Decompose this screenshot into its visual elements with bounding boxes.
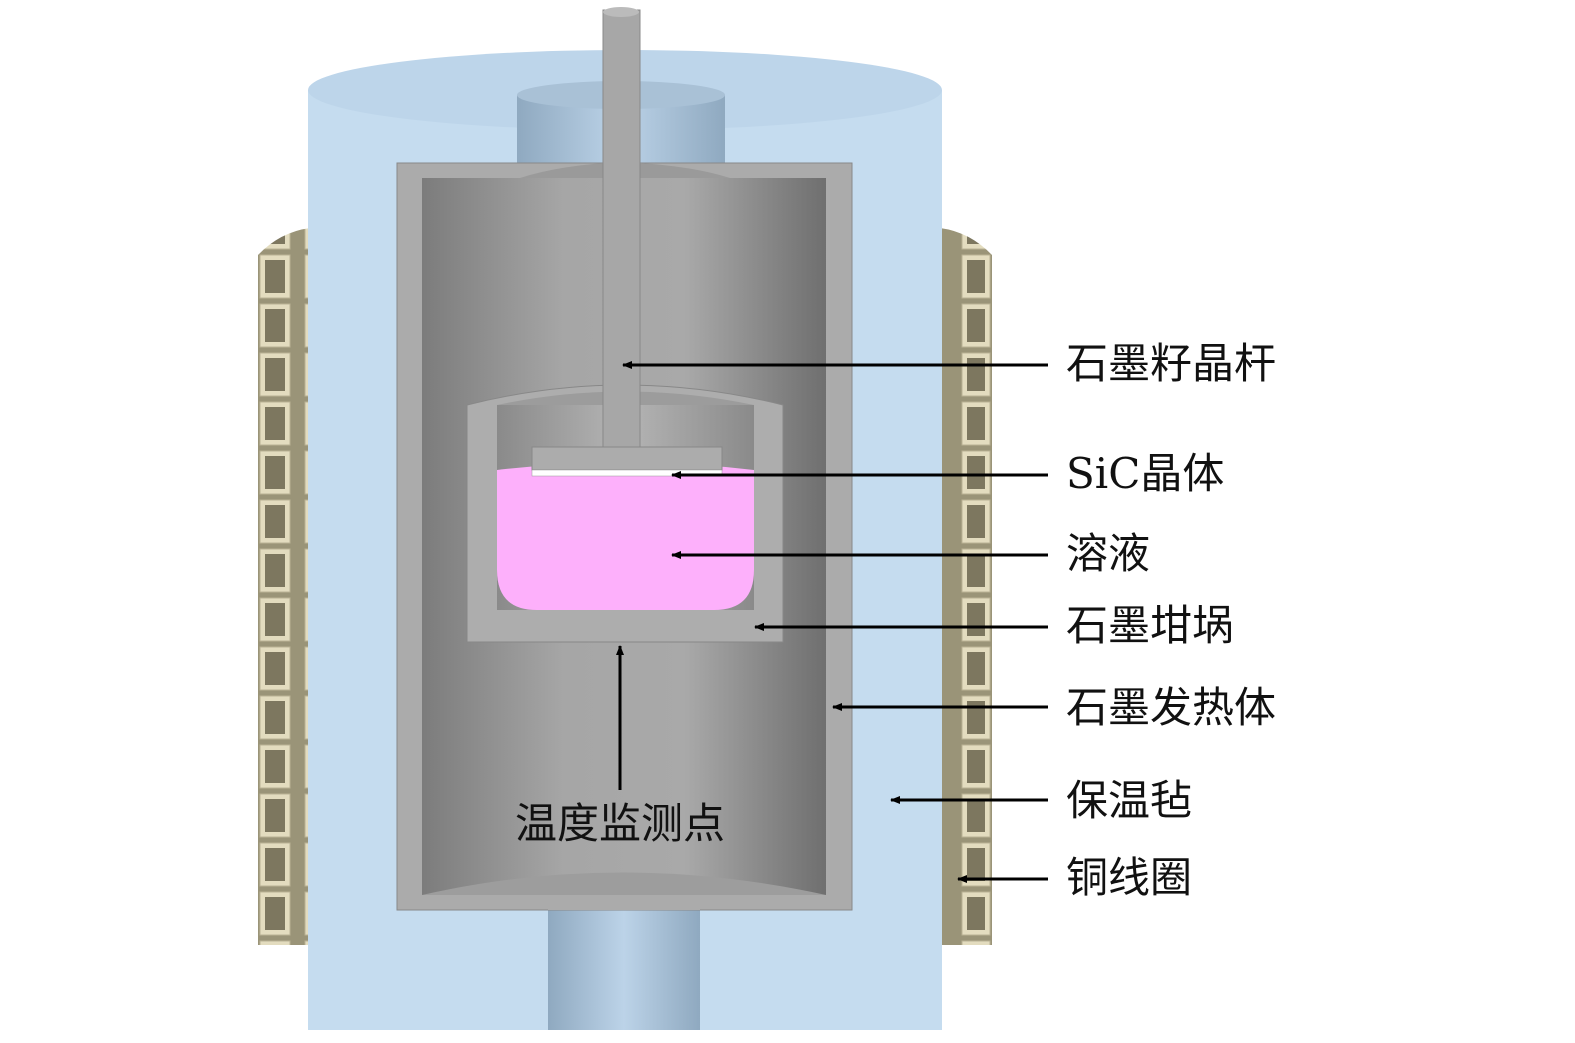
label-seed-rod: 石墨籽晶杆 bbox=[1066, 339, 1276, 388]
copper-coil bbox=[258, 228, 992, 945]
sic-crystal bbox=[531, 469, 723, 477]
label-solution: 溶液 bbox=[1066, 529, 1150, 578]
label-crucible: 石墨坩埚 bbox=[1066, 601, 1234, 650]
solution bbox=[497, 462, 754, 610]
label-temp-point: 温度监测点 bbox=[515, 799, 725, 848]
label-heater: 石墨发热体 bbox=[1066, 683, 1276, 732]
seed-rod bbox=[531, 7, 723, 471]
label-insulation: 保温毡 bbox=[1066, 776, 1192, 825]
label-coil: 铜线圈 bbox=[1066, 853, 1192, 902]
leader-arrows bbox=[616, 361, 1048, 883]
label-crystal: SiC晶体 bbox=[1066, 449, 1224, 498]
